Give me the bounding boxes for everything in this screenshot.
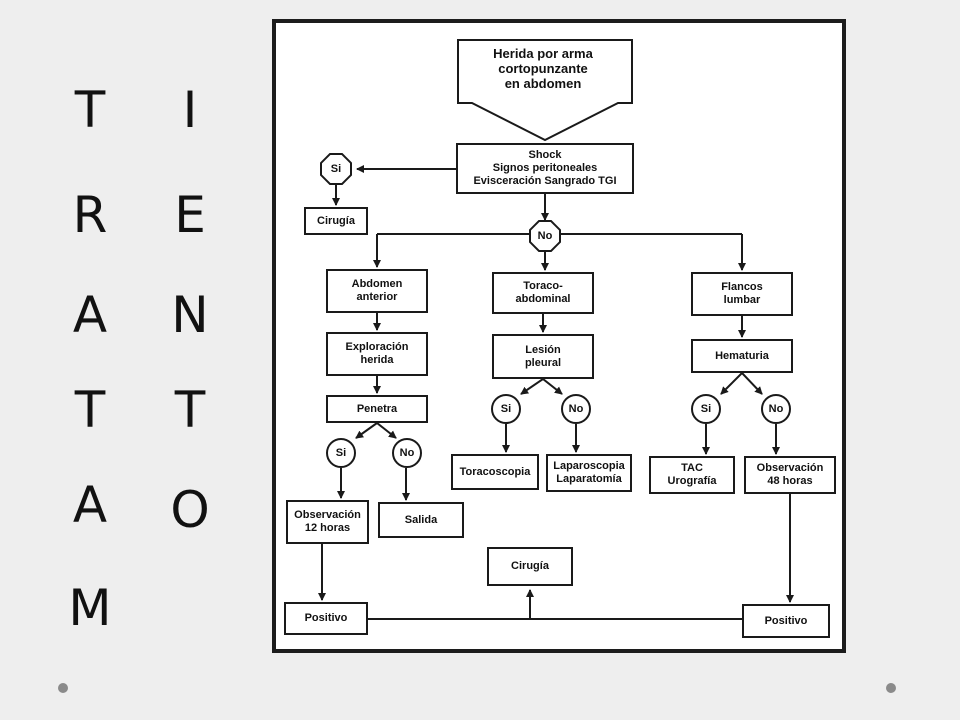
no-top-label: No xyxy=(531,222,559,250)
cirugia-bottom-node: Cirugía xyxy=(487,547,573,586)
si-penetra-node: Si xyxy=(326,438,356,468)
si-top-node: Si xyxy=(320,153,352,185)
title-letter: A xyxy=(72,476,108,534)
observacion-12-node: Observación 12 horas xyxy=(286,500,369,544)
no-hematuria-node: No xyxy=(761,394,791,424)
positivo-left-node: Positivo xyxy=(284,602,368,635)
salida-node: Salida xyxy=(378,502,464,538)
si-lesion-node: Si xyxy=(491,394,521,424)
slide-dot-right xyxy=(886,683,896,693)
slide-dot-left xyxy=(58,683,68,693)
start-arrow-shape xyxy=(457,39,633,142)
hematuria-node: Hematuria xyxy=(691,339,793,373)
title-letter: R xyxy=(72,186,108,244)
toraco-abdominal-node: Toraco- abdominal xyxy=(492,272,594,314)
lesion-pleural-node: Lesión pleural xyxy=(492,334,594,379)
abdomen-anterior-node: Abdomen anterior xyxy=(326,269,428,313)
penetra-node: Penetra xyxy=(326,395,428,423)
title-letter: T xyxy=(74,81,106,139)
title-letter: O xyxy=(170,481,210,539)
flancos-lumbar-node: Flancos lumbar xyxy=(691,272,793,316)
si-top-label: Si xyxy=(322,155,350,183)
exploracion-herida-node: Exploración herida xyxy=(326,332,428,376)
title-letter: T xyxy=(174,381,206,439)
title-letter: I xyxy=(182,81,198,139)
cirugia-top-node: Cirugía xyxy=(304,207,368,235)
title-letter: N xyxy=(171,286,209,344)
title-letter: T xyxy=(74,381,106,439)
si-hematuria-node: Si xyxy=(691,394,721,424)
start-node: Herida por arma cortopunzante en abdomen xyxy=(493,46,593,91)
title-letter: A xyxy=(72,286,108,344)
no-top-node: No xyxy=(529,220,561,252)
shock-node: Shock Signos peritoneales Evisceración S… xyxy=(456,143,634,194)
title-letter: M xyxy=(68,579,112,637)
laparoscopia-node: Laparoscopia Laparatomía xyxy=(546,454,632,492)
no-penetra-node: No xyxy=(392,438,422,468)
toracoscopia-node: Toracoscopia xyxy=(451,454,539,490)
positivo-right-node: Positivo xyxy=(742,604,830,638)
title-letter: E xyxy=(174,186,206,244)
tac-urografia-node: TAC Urografía xyxy=(649,456,735,494)
observacion-48-node: Observación 48 horas xyxy=(744,456,836,494)
no-lesion-node: No xyxy=(561,394,591,424)
